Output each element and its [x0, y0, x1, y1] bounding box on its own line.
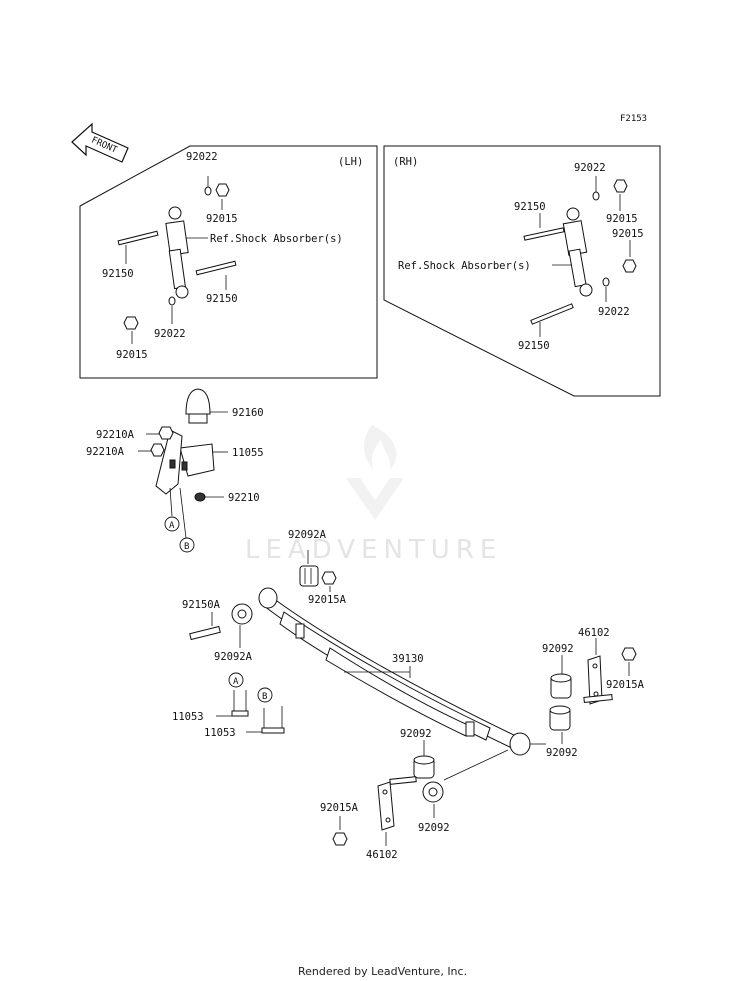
bolt-92210 [194, 492, 206, 502]
label-92092A-top: 92092A [288, 529, 327, 541]
lh-bolt-92150-right [195, 260, 237, 276]
leaf-spring-39130 [258, 587, 531, 756]
rh-washer-92022-bottom [602, 277, 610, 287]
lh-label-92150-left: 92150 [102, 268, 134, 280]
label-11053-b: 11053 [204, 727, 236, 739]
shackle-46102-bottom [377, 781, 395, 831]
watermark-text: LEADVENTURE [245, 535, 502, 565]
rh-bolt-92150-bottom [530, 303, 574, 325]
lh-washer-92022-top [204, 186, 212, 196]
label-92092A-left: 92092A [214, 651, 253, 663]
rh-label-92022-top: 92022 [574, 162, 606, 174]
u-bolt-11053-a [231, 690, 249, 717]
rh-washer-92022-top [592, 191, 600, 201]
lh-shock-absorber [165, 206, 189, 299]
label-92210: 92210 [228, 492, 260, 504]
nut-92015A-top [321, 571, 337, 585]
rh-label-92022-bottom: 92022 [598, 306, 630, 318]
label-92160: 92160 [232, 407, 264, 419]
label-92150A: 92150A [182, 599, 221, 611]
lh-bolt-92150-left [117, 230, 159, 246]
lh-panel-frame [79, 145, 378, 379]
label-92015A-bottom: 92015A [320, 802, 359, 814]
label-92210A-1: 92210A [96, 429, 135, 441]
lh-label-92015-top: 92015 [206, 213, 238, 225]
rh-nut-92015-b [622, 259, 637, 273]
label-46102-right: 46102 [578, 627, 610, 639]
figure-code: F2153 [620, 114, 647, 124]
lh-label-92015-bottom: 92015 [116, 349, 148, 361]
shackle-bolt-bottom [389, 776, 417, 785]
marker-b-bracket: B [179, 537, 195, 553]
shackle-bolt-right [583, 693, 613, 703]
label-92092-c1: 92092 [400, 728, 432, 740]
lh-nut-92015-top [215, 183, 230, 197]
marker-b-ubolt: B [257, 687, 273, 703]
bushing-92092-c1 [413, 755, 435, 779]
svg-text:A: A [233, 677, 239, 687]
lh-nut-92015-bottom [123, 316, 139, 330]
lh-label-92022-top: 92022 [186, 151, 218, 163]
rh-bolt-92150-top [523, 227, 565, 241]
lh-panel-tag: (LH) [338, 156, 363, 168]
lh-label-92022-bottom: 92022 [154, 328, 186, 340]
label-39130: 39130 [392, 653, 424, 665]
rh-ref-shock-label: Ref.Shock Absorber(s) [398, 260, 531, 272]
lh-washer-92022-bottom [168, 296, 176, 306]
rh-label-92015-b: 92015 [612, 228, 644, 240]
label-11053-a: 11053 [172, 711, 204, 723]
footer-credit: Rendered by LeadVenture, Inc. [298, 965, 467, 978]
label-92015A-top: 92015A [308, 594, 347, 606]
watermark-logo [346, 425, 404, 520]
label-11055: 11055 [232, 447, 264, 459]
u-bolt-11053-b [261, 706, 285, 734]
label-92092-r2: 92092 [546, 747, 578, 759]
label-92092-c2: 92092 [418, 822, 450, 834]
rh-nut-92015-a [613, 179, 628, 193]
nut-92015A-right [621, 647, 637, 661]
marker-a-ubolt: A [228, 672, 244, 688]
nut-92210A-1 [158, 426, 174, 440]
bushing-92092-r2 [549, 705, 571, 731]
svg-text:B: B [184, 542, 189, 552]
rh-label-92150-bottom: 92150 [518, 340, 550, 352]
bushing-92092A-top [299, 565, 319, 587]
rh-shock-absorber [562, 207, 593, 297]
rh-label-92150-top: 92150 [514, 201, 546, 213]
bolt-92150A [189, 625, 221, 641]
nut-92210A-2 [150, 443, 165, 457]
rh-label-92015-a: 92015 [606, 213, 638, 225]
label-46102-bottom: 46102 [366, 849, 398, 861]
bump-stop-92160 [185, 388, 211, 424]
bushing-92092-r1 [550, 673, 572, 699]
front-arrow-icon: FRONT [71, 122, 129, 163]
lh-ref-shock-label: Ref.Shock Absorber(s) [210, 233, 343, 245]
bushing-92092-c2 [422, 781, 444, 803]
label-92015A-right: 92015A [606, 679, 645, 691]
label-92210A-2: 92210A [86, 446, 125, 458]
marker-a-bracket: A [164, 516, 180, 532]
svg-text:A: A [169, 521, 175, 531]
lh-label-92150-right: 92150 [206, 293, 238, 305]
rh-panel-frame [383, 145, 661, 397]
nut-92015A-bottom [332, 832, 348, 846]
bracket-11055 [155, 429, 215, 495]
rh-panel-tag: (RH) [393, 156, 418, 168]
label-92092-r1: 92092 [542, 643, 574, 655]
svg-text:B: B [262, 692, 267, 702]
